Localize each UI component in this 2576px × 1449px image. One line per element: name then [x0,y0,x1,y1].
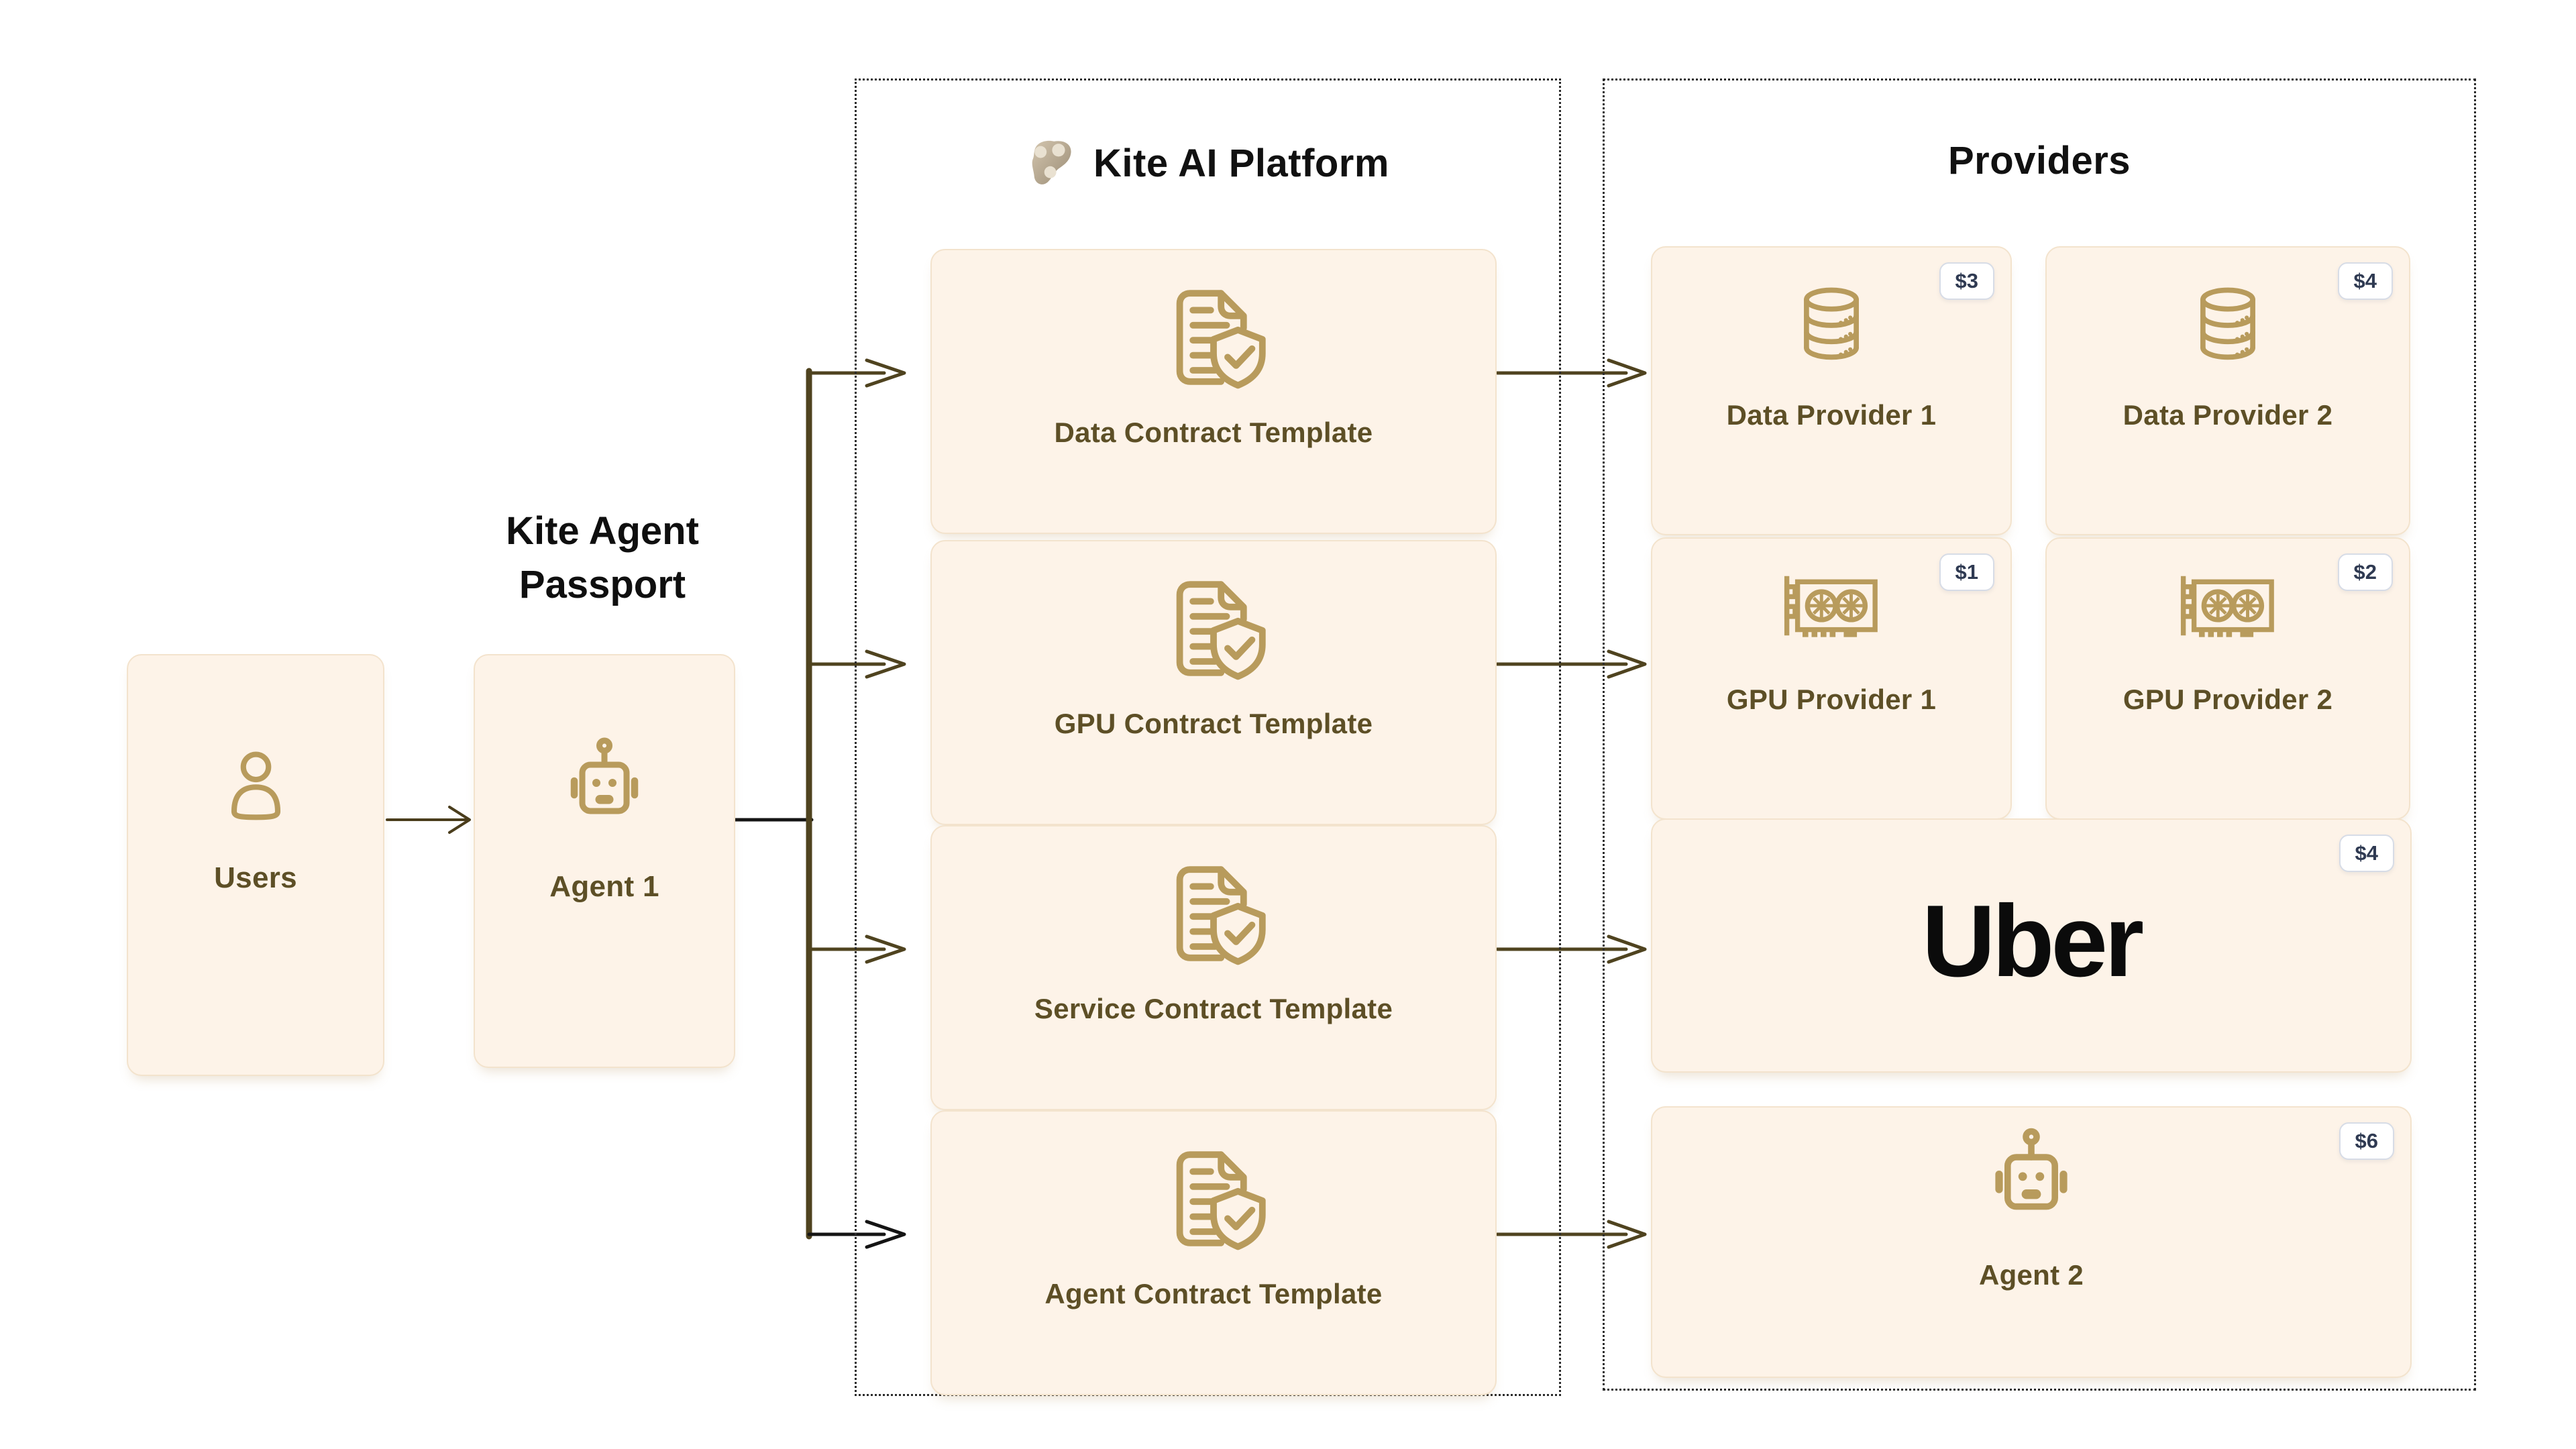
arrow-users-to-agent1 [386,806,471,834]
agent1-node: Agent 1 [474,654,735,1068]
contract-shield-icon [1157,1142,1270,1255]
gpu-provider-1-node: $1 GPU Provider 1 [1651,537,2012,820]
uber-provider-node: $4 Uber [1651,818,2412,1073]
agent2-provider-node: $6 Agent 2 [1651,1106,2412,1378]
contract-shield-icon [1157,281,1270,394]
provider-label: GPU Provider 1 [1726,684,1937,715]
data-provider-1-node: $3 Data Provider 1 [1651,246,2012,535]
price-badge: $3 [1939,262,1994,300]
price-badge: $1 [1939,553,1994,591]
provider-label: GPU Provider 2 [2123,684,2333,715]
robot-icon [1978,1125,2085,1232]
contract-shield-icon [1157,857,1270,970]
providers-title: Providers [1947,139,2131,182]
provider-label: Data Provider 1 [1726,399,1937,431]
platform-header: Kite AI Platform [857,138,1559,188]
person-icon [214,743,298,826]
template-label: GPU Contract Template [1054,708,1373,739]
database-icon [2185,282,2271,368]
data-contract-template-node: Data Contract Template [930,249,1497,534]
provider-label: Data Provider 2 [2123,399,2333,431]
agent-contract-template-node: Agent Contract Template [930,1110,1497,1395]
price-badge: $6 [2339,1122,2394,1160]
template-label: Data Contract Template [1054,417,1373,448]
price-badge: $4 [2337,262,2393,300]
price-badge: $2 [2337,553,2393,591]
service-contract-template-node: Service Contract Template [930,825,1497,1110]
kite-agent-passport-title: Kite Agent Passport [401,504,804,612]
passport-title-line2: Passport [519,563,686,607]
users-label: Users [214,861,297,894]
provider-label: Agent 2 [1978,1259,2084,1291]
kite-logo-icon [1032,140,1071,184]
gpu-contract-template-node: GPU Contract Template [930,540,1497,825]
gpu-card-icon [1778,574,1885,653]
database-icon [1788,282,1874,368]
template-label: Agent Contract Template [1044,1278,1383,1309]
kite-ai-platform-container: Kite AI Platform Data Contract Template … [855,78,1561,1396]
gpu-provider-2-node: $2 GPU Provider 2 [2045,537,2410,820]
price-badge: $4 [2339,835,2394,872]
passport-title-line1: Kite Agent [506,509,699,553]
uber-wordmark: Uber [1921,883,2144,998]
users-node: Users [127,654,384,1076]
agent1-label: Agent 1 [549,870,659,903]
gpu-card-icon [2174,574,2282,653]
robot-icon [554,735,655,835]
platform-title: Kite AI Platform [1093,141,1389,185]
providers-container: Providers $3 Data Provider 1 $4 Data Pro… [1603,78,2476,1391]
providers-header: Providers [1605,138,2474,183]
data-provider-2-node: $4 Data Provider 2 [2045,246,2410,535]
template-label: Service Contract Template [1034,993,1393,1024]
contract-shield-icon [1157,572,1270,685]
